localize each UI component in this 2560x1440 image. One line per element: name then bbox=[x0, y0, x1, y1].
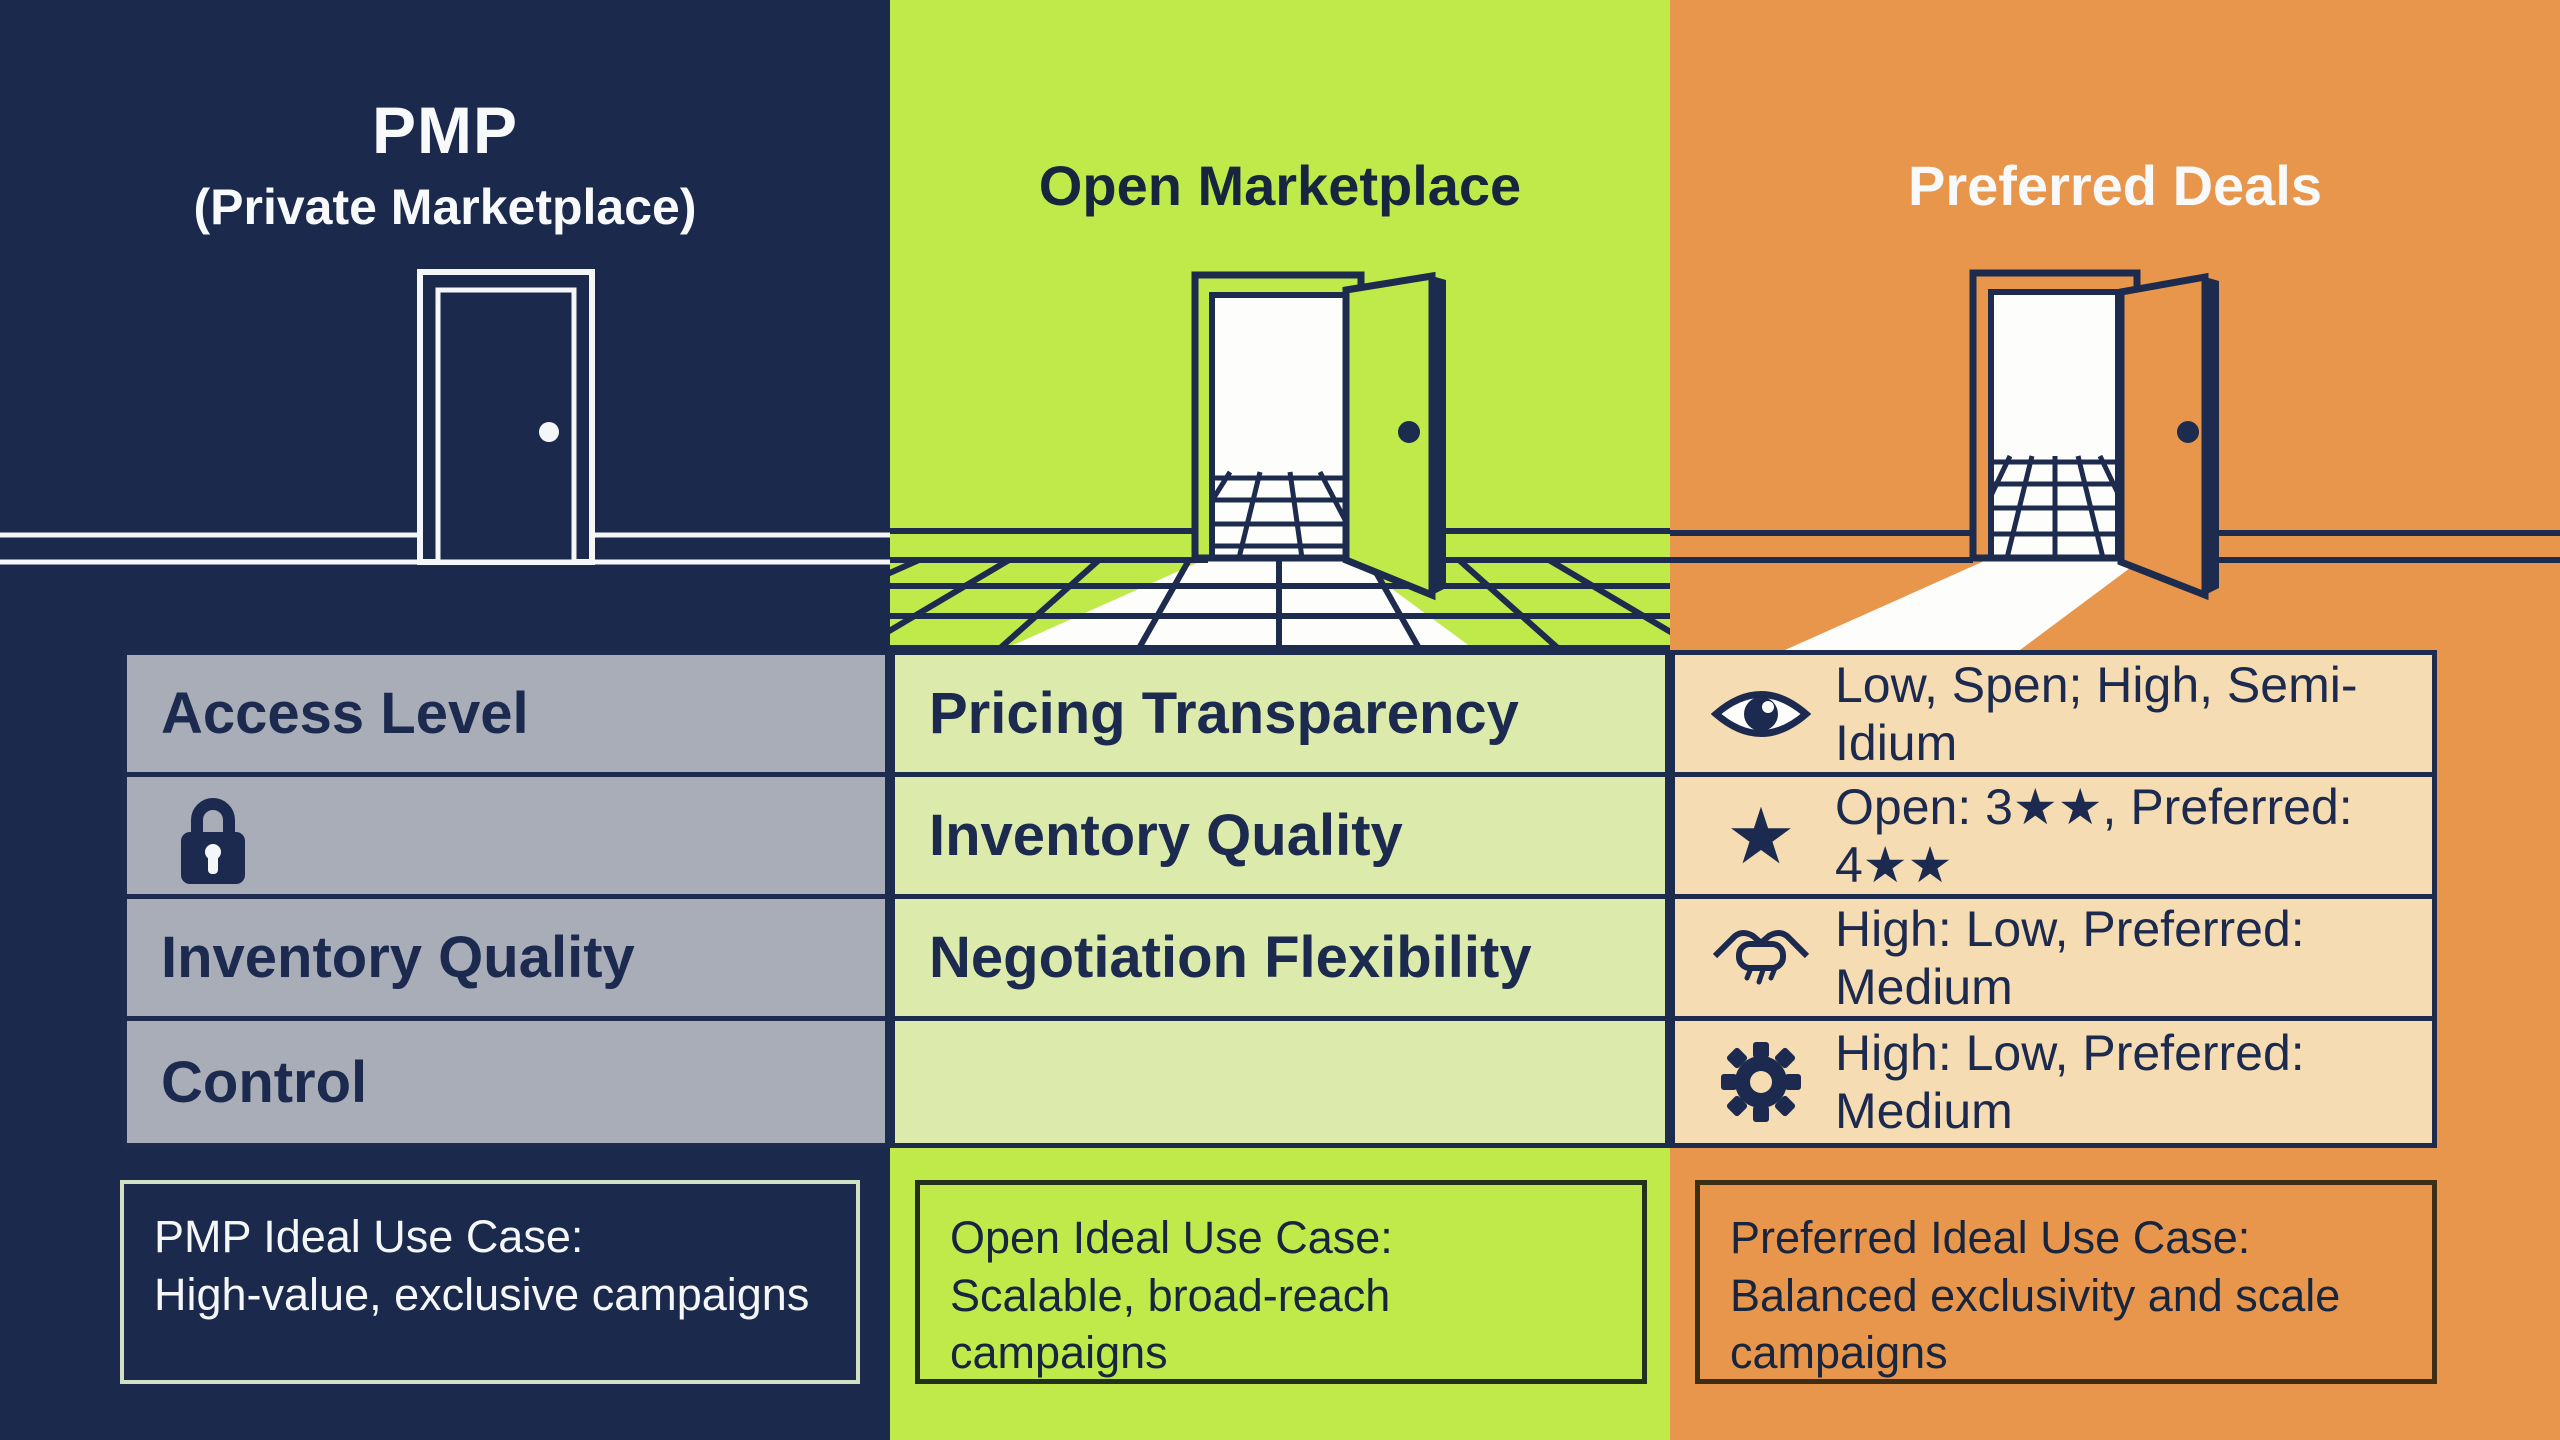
row-label: Control bbox=[161, 1049, 368, 1115]
table-row: ★ Open: 3★★, Preferred: 4★★ bbox=[1675, 777, 2432, 899]
row-label: Low, Spen; High, Semi-Idium bbox=[1835, 656, 2358, 771]
table-row: Control bbox=[127, 1021, 885, 1143]
lock-icon bbox=[161, 786, 265, 886]
use-case-body: Balanced exclusivity and scale campaigns bbox=[1730, 1269, 2341, 1379]
open-marketplace-title: Open Marketplace bbox=[1038, 154, 1522, 217]
table-row: Inventory Quality bbox=[127, 899, 885, 1021]
column-preferred-deals: Preferred Deals bbox=[1670, 0, 2560, 1440]
handshake-icon bbox=[1709, 922, 1813, 994]
pmp-subtitle: (Private Marketplace) bbox=[193, 179, 697, 235]
preferred-use-case-box: Preferred Ideal Use Case: Balanced exclu… bbox=[1695, 1180, 2437, 1384]
open-door-icon bbox=[890, 271, 1670, 650]
pmp-use-case-box: PMP Ideal Use Case: High-value, exclusiv… bbox=[120, 1180, 860, 1384]
table-row: Negotiation Flexibility bbox=[895, 899, 1665, 1021]
row-label: Negotiation Flexibility bbox=[929, 925, 1532, 990]
pmp-title: PMP bbox=[371, 93, 519, 167]
row-label: Open: 3★★, Preferred: 4★★ bbox=[1835, 778, 2353, 893]
row-label: Access Level bbox=[161, 681, 529, 746]
table-row: Access Level bbox=[127, 655, 885, 777]
table-row bbox=[127, 777, 885, 899]
row-label: High: Low, Preferred: Medium bbox=[1835, 900, 2305, 1015]
table-row: Inventory Quality bbox=[895, 777, 1665, 899]
table-row: Pricing Transparency bbox=[895, 655, 1665, 777]
eye-icon bbox=[1709, 683, 1813, 745]
table-row: Low, Spen; High, Semi-Idium bbox=[1675, 655, 2432, 777]
closed-door-illustration bbox=[0, 250, 890, 650]
closed-door-icon bbox=[0, 269, 890, 565]
open-door-illustration bbox=[890, 250, 1670, 650]
open-door-light-icon bbox=[1670, 269, 2560, 650]
open-table: Pricing Transparency Inventory Quality N… bbox=[890, 650, 1670, 1148]
column-open-marketplace: Open Marketplace bbox=[890, 0, 1670, 1440]
row-label: Pricing Transparency bbox=[929, 681, 1519, 746]
preferred-title-block: Preferred Deals bbox=[1670, 0, 2560, 250]
table-row: High: Low, Preferred: Medium bbox=[1675, 899, 2432, 1021]
open-title-block: Open Marketplace bbox=[890, 0, 1670, 250]
star-icon: ★ bbox=[1726, 791, 1796, 880]
use-case-title: PMP Ideal Use Case: bbox=[154, 1211, 584, 1262]
use-case-title: Open Ideal Use Case: bbox=[950, 1212, 1393, 1263]
pmp-title-block: PMP (Private Marketplace) bbox=[0, 0, 890, 250]
table-row: High: Low, Preferred: Medium bbox=[1675, 1021, 2432, 1143]
table-row bbox=[895, 1021, 1665, 1143]
gear-icon bbox=[1709, 1040, 1813, 1124]
row-label: High: Low, Preferred: Medium bbox=[1835, 1025, 2305, 1139]
pmp-table: Access Level Inventory Quality Control bbox=[122, 650, 890, 1148]
preferred-table: Low, Spen; High, Semi-Idium ★ Open: 3★★,… bbox=[1670, 650, 2437, 1148]
column-pmp: PMP (Private Marketplace) Access Level bbox=[0, 0, 890, 1440]
use-case-body: Scalable, broad-reach campaigns bbox=[950, 1269, 1391, 1379]
preferred-door-illustration bbox=[1670, 250, 2560, 650]
row-label: Inventory Quality bbox=[161, 925, 635, 990]
use-case-body: High-value, exclusive campaigns bbox=[154, 1268, 810, 1320]
preferred-deals-title: Preferred Deals bbox=[1907, 154, 2322, 217]
row-label: Inventory Quality bbox=[929, 803, 1403, 868]
use-case-title: Preferred Ideal Use Case: bbox=[1730, 1212, 2251, 1263]
open-use-case-box: Open Ideal Use Case: Scalable, broad-rea… bbox=[915, 1180, 1647, 1384]
